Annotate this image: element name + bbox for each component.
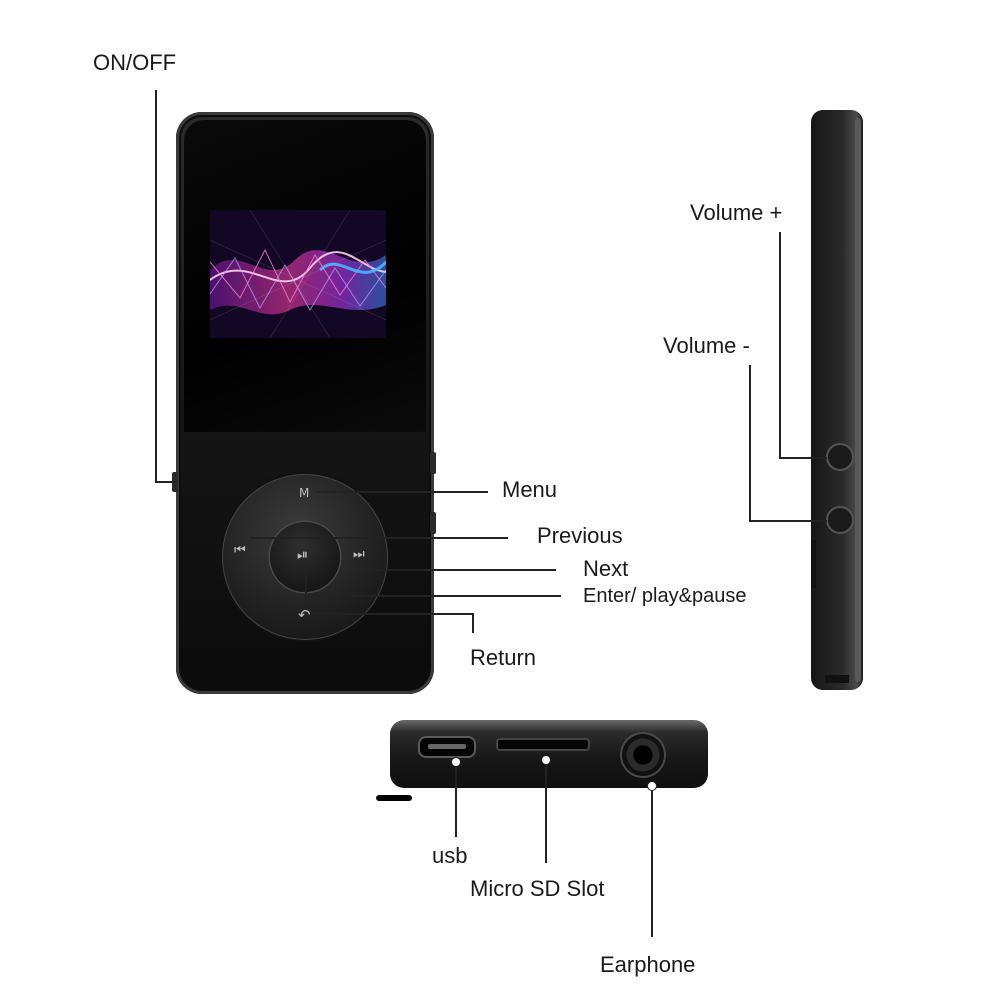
label-earphone: Earphone xyxy=(600,952,696,977)
player-front-view xyxy=(172,112,436,801)
leader-on-off-vertical xyxy=(155,90,157,482)
label-micro-sd-slot: Micro SD Slot xyxy=(470,876,605,901)
leader-next xyxy=(366,569,556,571)
earphone-jack[interactable] xyxy=(622,734,664,776)
label-volume-minus: Volume - xyxy=(663,333,750,358)
label-previous: Previous xyxy=(537,523,623,548)
label-return: Return xyxy=(470,645,537,670)
side-edge-highlight xyxy=(855,118,861,682)
label-on-off: ON/OFF xyxy=(93,50,177,75)
control-wheel[interactable]: M ⏮ ⏭ ↶ ⏯ xyxy=(222,474,388,640)
label-menu: Menu xyxy=(502,477,558,502)
label-enter-play-pause: Enter/ play&pause xyxy=(583,585,747,607)
player-side-view xyxy=(811,110,863,690)
volume-rocker-edge-lower xyxy=(430,512,436,534)
leader-volume-plus-vertical xyxy=(779,232,781,458)
volume-plus-button[interactable] xyxy=(828,445,852,469)
screen-wallpaper xyxy=(210,210,386,338)
leader-volume-minus-horizontal xyxy=(749,520,827,522)
leader-earphone xyxy=(651,791,653,937)
leader-menu xyxy=(316,491,488,493)
side-notch-lower xyxy=(811,540,816,588)
volume-minus-button[interactable] xyxy=(828,508,852,532)
label-next: Next xyxy=(583,556,629,581)
side-notch-bottom xyxy=(825,675,849,683)
previous-glyph[interactable]: ⏮ xyxy=(234,543,246,558)
leader-on-off-horizontal xyxy=(155,481,177,483)
leader-return-vertical xyxy=(472,613,474,633)
leader-enter-horizontal xyxy=(305,595,561,597)
sd-callout-dot xyxy=(541,755,551,765)
usb-port[interactable] xyxy=(420,738,474,756)
earphone-callout-dot xyxy=(647,781,657,791)
leader-usb xyxy=(455,767,457,837)
player-bottom-view xyxy=(390,720,708,788)
play-pause-button[interactable]: ⏯ xyxy=(270,522,340,592)
next-glyph[interactable]: ⏭ xyxy=(353,547,365,562)
play-pause-glyph: ⏯ xyxy=(297,547,309,563)
label-usb: usb xyxy=(432,843,468,868)
leader-enter-vertical xyxy=(305,562,307,596)
display-screen xyxy=(210,210,386,338)
return-glyph[interactable]: ↶ xyxy=(298,606,311,624)
label-volume-plus: Volume + xyxy=(690,200,783,225)
micro-sd-slot[interactable] xyxy=(498,740,588,749)
usb-callout-dot xyxy=(451,757,461,767)
leader-volume-minus-vertical xyxy=(749,365,751,521)
menu-glyph[interactable]: M xyxy=(299,486,310,500)
bottom-port-edge xyxy=(376,795,412,801)
leader-previous xyxy=(250,537,508,539)
leader-return-horizontal xyxy=(312,613,474,615)
leader-micro-sd xyxy=(545,765,547,863)
volume-rocker-edge-upper xyxy=(430,452,436,474)
leader-volume-plus-horizontal xyxy=(779,457,827,459)
